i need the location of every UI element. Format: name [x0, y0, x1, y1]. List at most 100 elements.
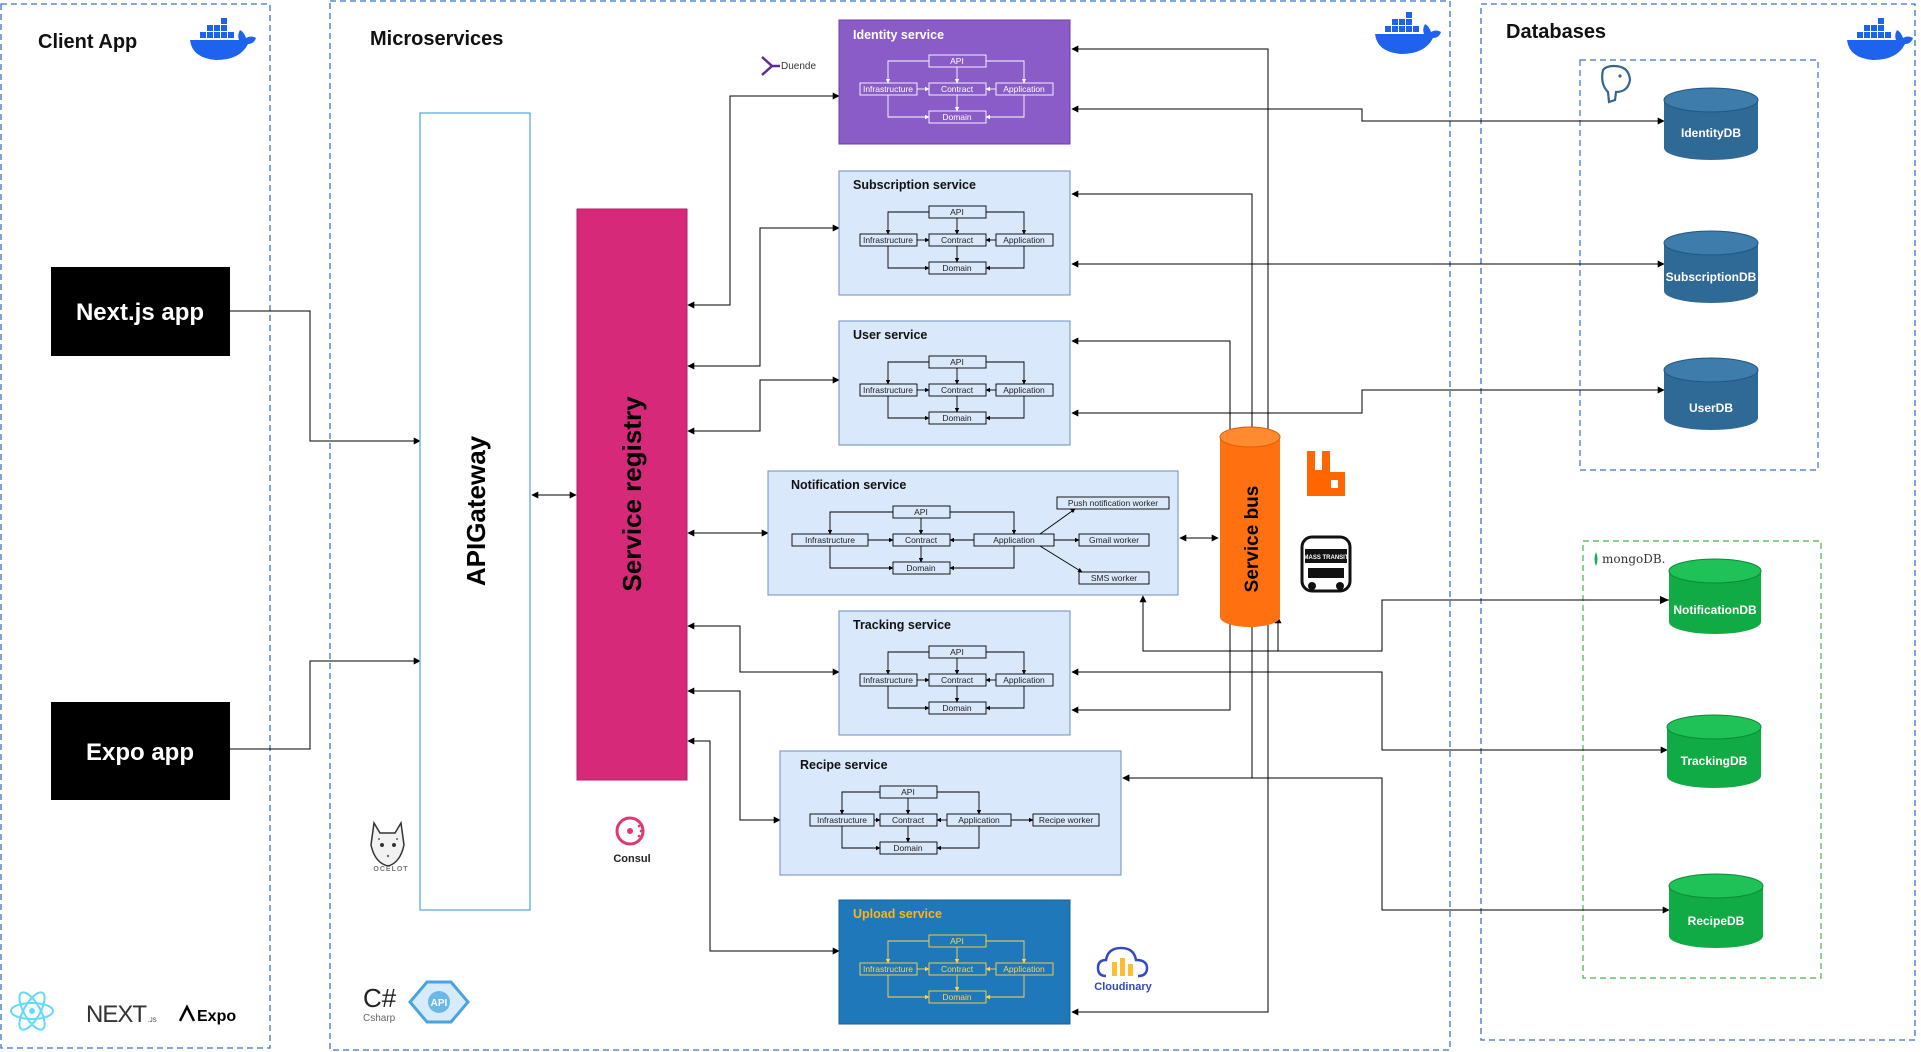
- user-db: UserDB: [1663, 357, 1759, 430]
- web-api-icon: API: [408, 980, 470, 1024]
- identity-db: IdentityDB: [1663, 87, 1759, 160]
- layer-api: API: [950, 56, 964, 66]
- mass-transit-label: MASS TRANSIT: [1304, 555, 1349, 561]
- layer-application: Application: [1003, 964, 1045, 974]
- client-app-title: Client App: [38, 31, 137, 53]
- nextjs-logo: NEXT .JS: [86, 1001, 157, 1028]
- layer-infrastructure: Infrastructure: [863, 385, 913, 395]
- service-bus: Service bus: [1219, 426, 1281, 627]
- layer-infrastructure: Infrastructure: [805, 535, 855, 545]
- expo-logo: Expo: [178, 1004, 236, 1025]
- layer-application: Application: [1003, 675, 1045, 685]
- mass-transit-icon: MASS TRANSIT: [1300, 535, 1352, 593]
- mongodb-subgroup: [1582, 540, 1822, 979]
- layer-contract: Contract: [941, 385, 974, 395]
- expo-logo-text: Expo: [197, 1008, 236, 1025]
- api-gateway: APIGateway: [419, 112, 531, 911]
- tracking-service-title: Tracking service: [853, 618, 951, 632]
- nextjs-logo-text: NEXT: [86, 1001, 147, 1028]
- identity-db-label: IdentityDB: [1681, 126, 1741, 140]
- layer-contract: Contract: [941, 675, 974, 685]
- rabbitmq-icon: [1307, 451, 1345, 496]
- subscription-db: SubscriptionDB: [1663, 230, 1759, 303]
- gmail-worker: Gmail worker: [1089, 535, 1139, 545]
- layer-api: API: [950, 647, 964, 657]
- user-service-title: User service: [853, 328, 927, 342]
- subscription-service: Subscription service API Infrastructure …: [838, 170, 1071, 296]
- csharp-logo: C# Csharp: [363, 983, 397, 1024]
- consul-logo: Consul: [613, 816, 651, 865]
- upload-service: Upload service API Infrastructure Contra…: [838, 899, 1071, 1025]
- layer-domain: Domain: [942, 413, 972, 423]
- databases-group: [1480, 3, 1916, 1041]
- layer-domain: Domain: [942, 263, 972, 273]
- layer-domain: Domain: [893, 843, 923, 853]
- layer-api: API: [901, 787, 915, 797]
- layer-contract: Contract: [905, 535, 938, 545]
- sms-worker: SMS worker: [1091, 573, 1137, 583]
- service-bus-label: Service bus: [1242, 486, 1263, 593]
- postgresql-elephant-icon: [1601, 64, 1632, 104]
- tracking-db-label: TrackingDB: [1681, 754, 1748, 768]
- push-notification-worker: Push notification worker: [1068, 498, 1158, 508]
- layer-infrastructure: Infrastructure: [863, 675, 913, 685]
- layer-application: Application: [1003, 235, 1045, 245]
- microservices-group: [329, 0, 1451, 1051]
- microservices-title: Microservices: [370, 28, 503, 50]
- csharp-label: Csharp: [363, 1013, 396, 1024]
- connectors: [230, 45, 1670, 1016]
- react-icon: [10, 991, 54, 1031]
- nextjs-app-box: Next.js app: [51, 267, 230, 356]
- layer-application: Application: [1003, 84, 1045, 94]
- recipe-worker: Recipe worker: [1039, 815, 1093, 825]
- layer-application: Application: [1003, 385, 1045, 395]
- tracking-service: Tracking service API Infrastructure Cont…: [838, 610, 1071, 736]
- nextjs-logo-suffix: .JS: [148, 1018, 157, 1024]
- notification-service-title: Notification service: [791, 478, 906, 492]
- recipe-db: RecipeDB: [1668, 873, 1764, 948]
- notification-service: Notification service API Infrastructure …: [767, 470, 1179, 596]
- mongodb-label: mongoDB.: [1602, 552, 1666, 566]
- layer-domain: Domain: [906, 563, 936, 573]
- layer-api: API: [914, 507, 928, 517]
- databases-title: Databases: [1506, 21, 1606, 43]
- layer-application: Application: [993, 535, 1035, 545]
- api-gateway-label: APIGateway: [461, 435, 491, 586]
- docker-icon: [190, 18, 256, 60]
- subscription-service-title: Subscription service: [853, 178, 976, 192]
- user-service: User service API Infrastructure Contract…: [838, 320, 1071, 446]
- consul-label: Consul: [613, 853, 650, 865]
- layer-infrastructure: Infrastructure: [863, 964, 913, 974]
- layer-domain: Domain: [942, 112, 972, 122]
- layer-infrastructure: Infrastructure: [817, 815, 867, 825]
- web-api-label: API: [431, 998, 448, 1009]
- layer-application: Application: [958, 815, 1000, 825]
- ocelot-logo: OCELOT: [370, 820, 408, 873]
- user-db-label: UserDB: [1689, 401, 1733, 415]
- layer-domain: Domain: [942, 703, 972, 713]
- client-app-group: [0, 3, 271, 1049]
- layer-api: API: [950, 357, 964, 367]
- layer-infrastructure: Infrastructure: [863, 84, 913, 94]
- expo-app-box: Expo app: [51, 702, 230, 800]
- layer-infrastructure: Infrastructure: [863, 235, 913, 245]
- layer-api: API: [950, 207, 964, 217]
- duende-label: Duende: [781, 61, 816, 72]
- mongodb-logo: mongoDB.: [1594, 552, 1666, 566]
- layer-contract: Contract: [892, 815, 925, 825]
- layer-domain: Domain: [942, 992, 972, 1002]
- subscription-db-label: SubscriptionDB: [1666, 270, 1757, 284]
- recipe-service-title: Recipe service: [800, 758, 888, 772]
- csharp-symbol: C#: [363, 983, 397, 1013]
- layer-api: API: [950, 936, 964, 946]
- layer-contract: Contract: [941, 964, 974, 974]
- identity-service: Identity service API Infrastructure Cont…: [838, 19, 1071, 145]
- recipe-service: Recipe service API Infrastructure Contra…: [779, 750, 1122, 876]
- service-registry: Service registry: [576, 208, 688, 781]
- notification-db-label: NotificationDB: [1673, 603, 1757, 617]
- notification-db: NotificationDB: [1668, 558, 1762, 634]
- upload-service-title: Upload service: [853, 907, 942, 921]
- ocelot-label: OCELOT: [373, 866, 408, 873]
- docker-icon: [1375, 12, 1441, 54]
